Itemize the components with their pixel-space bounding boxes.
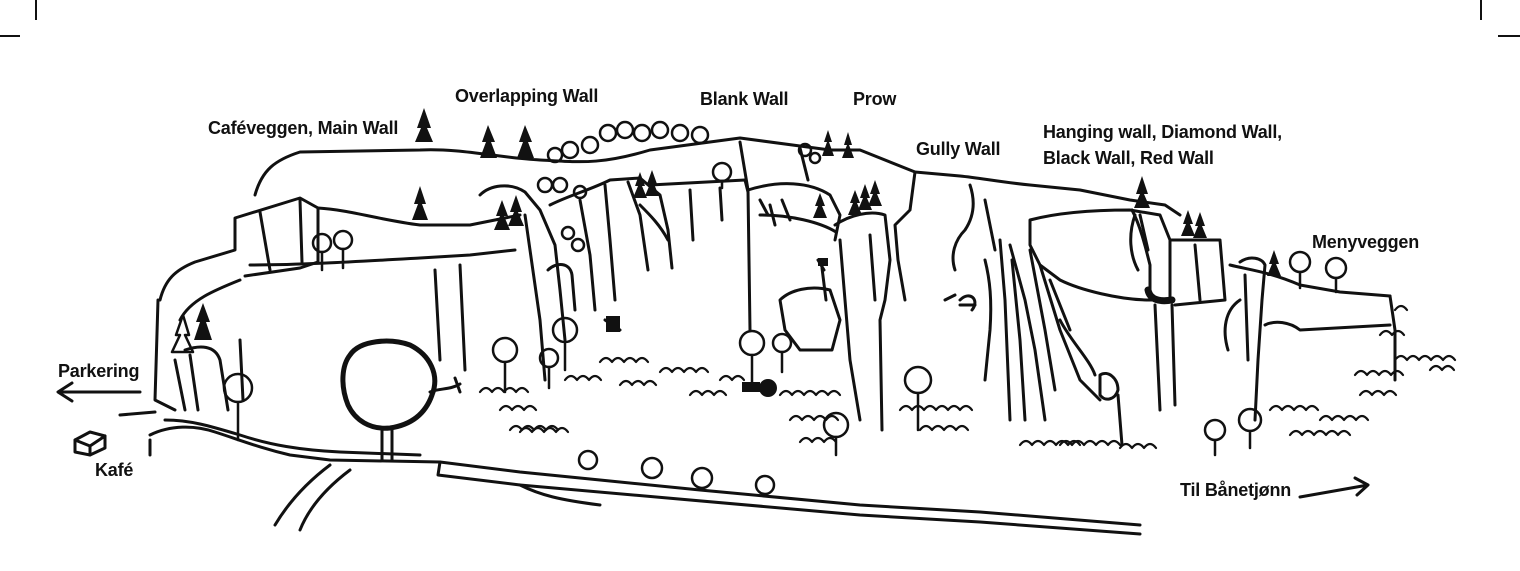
label-hanging-wall-line2: Black Wall, Red Wall	[1043, 148, 1214, 168]
menyveggen-outline	[1238, 256, 1267, 422]
label-prow: Prow	[853, 89, 897, 109]
label-kafe: Kafé	[95, 460, 134, 480]
crop-mark-left	[0, 35, 20, 37]
conifer-tree-icon	[415, 108, 433, 142]
label-cafeveggen: Caféveggen, Main Wall	[208, 118, 399, 138]
cliff-skyline	[253, 136, 1182, 217]
label-parkering: Parkering	[58, 361, 140, 381]
crop-mark-right	[1498, 35, 1520, 37]
gully-outline	[893, 170, 917, 302]
shrub-clusters	[478, 304, 1457, 450]
crop-mark-top-left	[35, 0, 37, 20]
label-til-banetjonn: Til Bånetjønn	[1180, 480, 1292, 500]
overlapping-outline	[478, 184, 567, 342]
label-gully-wall: Gully Wall	[916, 139, 1001, 159]
label-blank-wall: Blank Wall	[700, 89, 789, 109]
cafeveggen-outline	[158, 196, 320, 302]
label-menyveggen: Menyveggen	[1312, 232, 1420, 252]
kafe-building-icon	[73, 430, 107, 457]
parkering-arrow	[56, 381, 142, 403]
boulders	[742, 379, 777, 397]
round-trees	[222, 120, 1348, 496]
label-overlapping-wall: Overlapping Wall	[455, 86, 599, 106]
label-hanging-wall-line1: Hanging wall, Diamond Wall,	[1043, 122, 1282, 142]
prow-outline	[833, 211, 892, 432]
crop-mark-top-right	[1480, 0, 1482, 20]
trail-lower	[163, 418, 422, 457]
banetjonn-arrow	[1298, 476, 1370, 499]
large-tree-icon	[340, 338, 462, 462]
blank-wall-outline	[746, 182, 842, 242]
